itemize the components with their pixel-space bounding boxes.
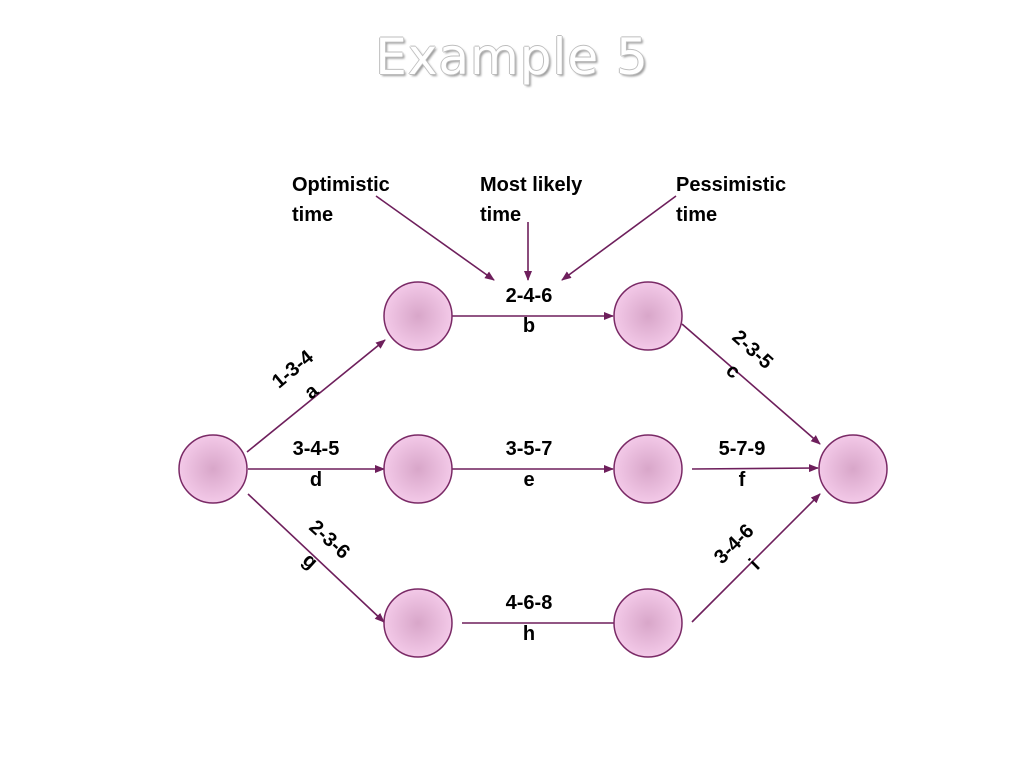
activity-i-id: i	[745, 555, 764, 574]
slide-title: Example 5	[375, 28, 649, 86]
activity-labels: 1-3-4 a 2-4-6 b 2-3-5 c 3-4-5 d 3-5-7 e …	[268, 285, 777, 645]
activity-d-id: d	[310, 469, 322, 491]
pessimistic-label-line1: Pessimistic	[676, 174, 786, 196]
node-mid-2	[613, 434, 683, 504]
activity-e-id: e	[523, 469, 534, 491]
node-bottom-1	[383, 588, 453, 658]
edge-c	[681, 323, 821, 445]
activity-f-times: 5-7-9	[719, 438, 766, 460]
edge-f	[691, 464, 819, 473]
activity-a-id: a	[300, 379, 323, 404]
optimistic-label-line1: Optimistic	[292, 174, 390, 196]
pessimistic-pointer	[561, 195, 677, 281]
node-mid-1	[383, 434, 453, 504]
legend-labels: Optimistic time Most likely time Pessimi…	[292, 174, 786, 226]
activity-g-id: g	[298, 549, 322, 574]
activity-c-id: c	[721, 359, 744, 383]
activity-b-times: 2-4-6	[506, 285, 553, 307]
legend-pointers	[375, 195, 677, 281]
activity-b-id: b	[523, 315, 535, 337]
edge-g	[247, 493, 385, 623]
node-top-2	[613, 281, 683, 351]
nodes	[178, 281, 888, 658]
pessimistic-label-line2: time	[676, 204, 717, 226]
activity-e-times: 3-5-7	[506, 438, 553, 460]
node-start	[178, 434, 248, 504]
optimistic-label-line2: time	[292, 204, 333, 226]
node-end	[818, 434, 888, 504]
node-top-1	[383, 281, 453, 351]
activity-h-times: 4-6-8	[506, 592, 553, 614]
activity-d-times: 3-4-5	[293, 438, 340, 460]
most-likely-label-line1: Most likely	[480, 174, 583, 196]
edge-a	[246, 339, 386, 453]
activity-h-id: h	[523, 623, 535, 645]
most-likely-label-line2: time	[480, 204, 521, 226]
activity-f-id: f	[739, 469, 746, 491]
edges	[246, 312, 821, 627]
optimistic-pointer	[375, 195, 495, 281]
node-bottom-2	[613, 588, 683, 658]
edge-i	[691, 493, 821, 623]
